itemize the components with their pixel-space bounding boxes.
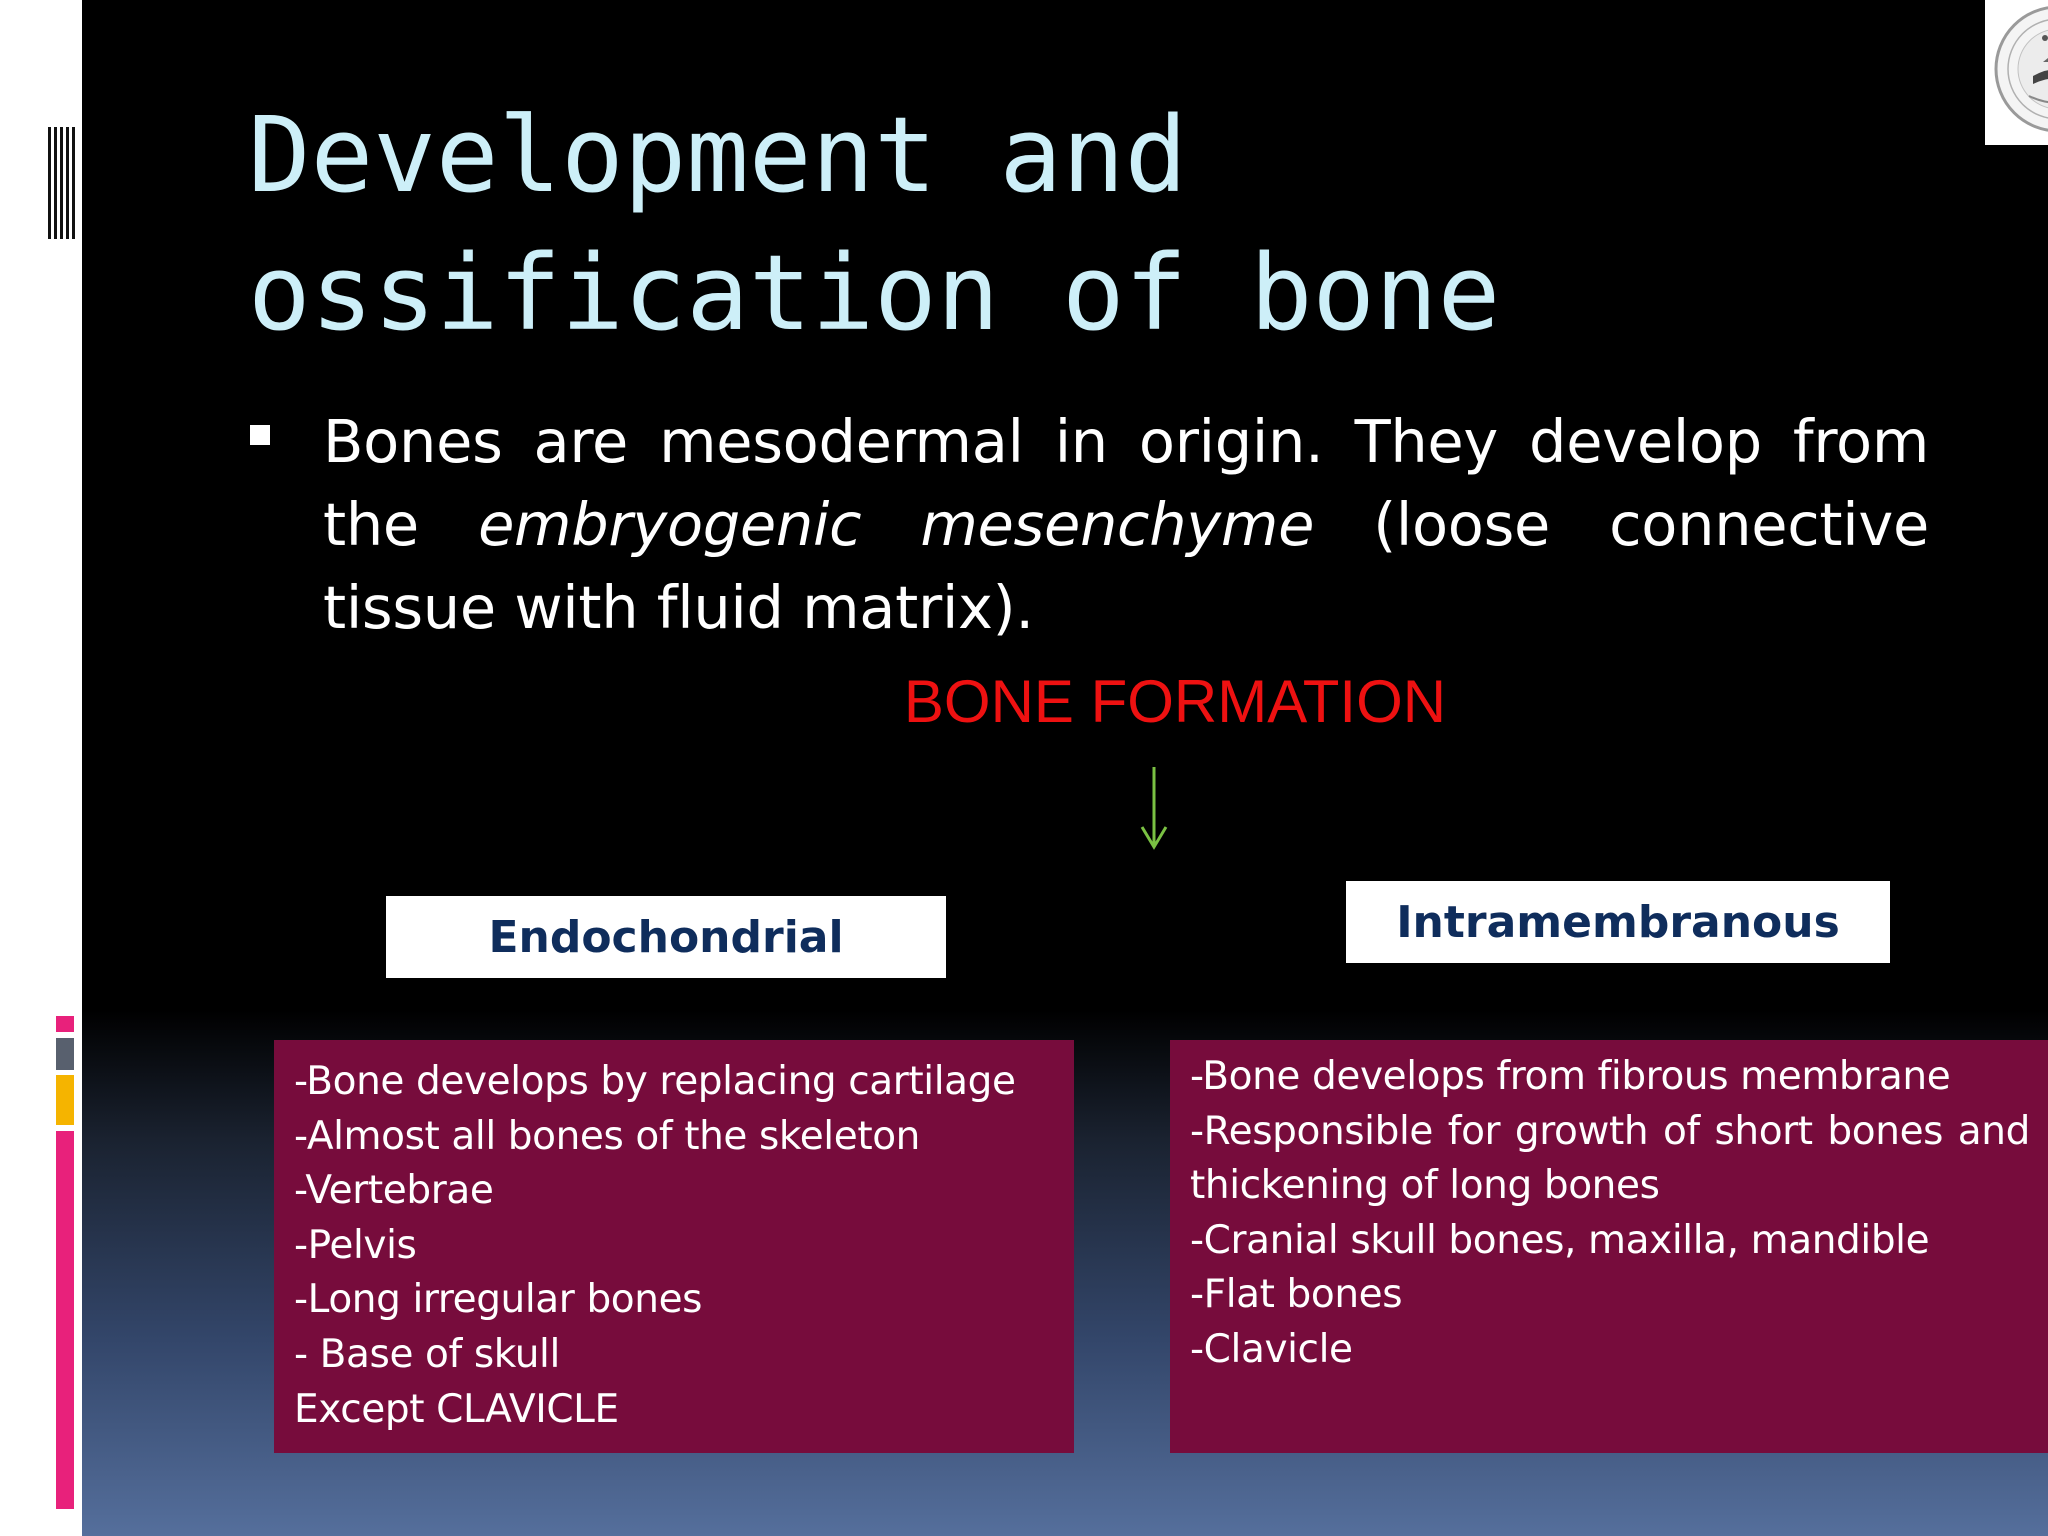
endochondrial-line: -Long irregular bones (294, 1277, 703, 1323)
endochondrial-line: - Base of skull (294, 1331, 560, 1377)
bone-formation-heading: BONE FORMATION (903, 668, 1447, 735)
endochondrial-details: -Bone develops by replacing cartilage -A… (274, 1040, 1074, 1453)
endochondrial-line: Except CLAVICLE (294, 1386, 619, 1432)
intramembranous-line: -Responsible for growth of short bones a… (1190, 1108, 2030, 1154)
intramembranous-line: -Clavicle (1190, 1326, 1353, 1372)
seal-icon (1994, 6, 2048, 132)
intramembranous-line: -Bone develops from fibrous membrane (1190, 1054, 1951, 1099)
slide-title: Development and ossification of bone (248, 94, 1501, 354)
endochondrial-line: -Bone develops by replacing cartilage (294, 1059, 1016, 1104)
slide: Development and ossification of bone Bon… (82, 0, 2048, 1536)
endochondrial-line: -Pelvis (294, 1222, 417, 1268)
intramembranous-details: -Bone develops from fibrous membrane -Re… (1170, 1040, 2048, 1453)
institution-logo (1985, 0, 2048, 145)
accent-bar-amber (56, 1075, 74, 1125)
intramembranous-line: -Cranial skull bones, maxilla, mandible (1190, 1217, 1930, 1263)
intramembranous-line: thickening of long bones (1190, 1163, 1660, 1209)
endochondrial-line: -Almost all bones of the skeleton (294, 1113, 920, 1159)
bullet-text-part1: Bones are mesodermal in origin. They dev… (323, 407, 1929, 559)
accent-bar-magenta (56, 1131, 74, 1509)
accent-bar-magenta-top (56, 1016, 74, 1032)
arrow-down-icon (1140, 767, 1168, 850)
endochondrial-line: -Vertebrae (294, 1168, 494, 1214)
bullet-text-part2: (loose connective tissue with fluid matr… (323, 490, 1929, 642)
bullet-text: Bones are mesodermal in origin. They dev… (323, 400, 1929, 649)
bullet-square-icon (250, 425, 270, 445)
endochondrial-box: Endochondrial (386, 896, 946, 978)
left-sidebar-strip (0, 0, 82, 1536)
intramembranous-line: -Flat bones (1190, 1272, 1403, 1318)
bullet-text-emphasis: embryogenic mesenchyme (478, 490, 1315, 559)
stripe-decoration (48, 127, 78, 239)
intramembranous-box: Intramembranous (1346, 881, 1890, 963)
accent-bar-slate (56, 1038, 74, 1070)
